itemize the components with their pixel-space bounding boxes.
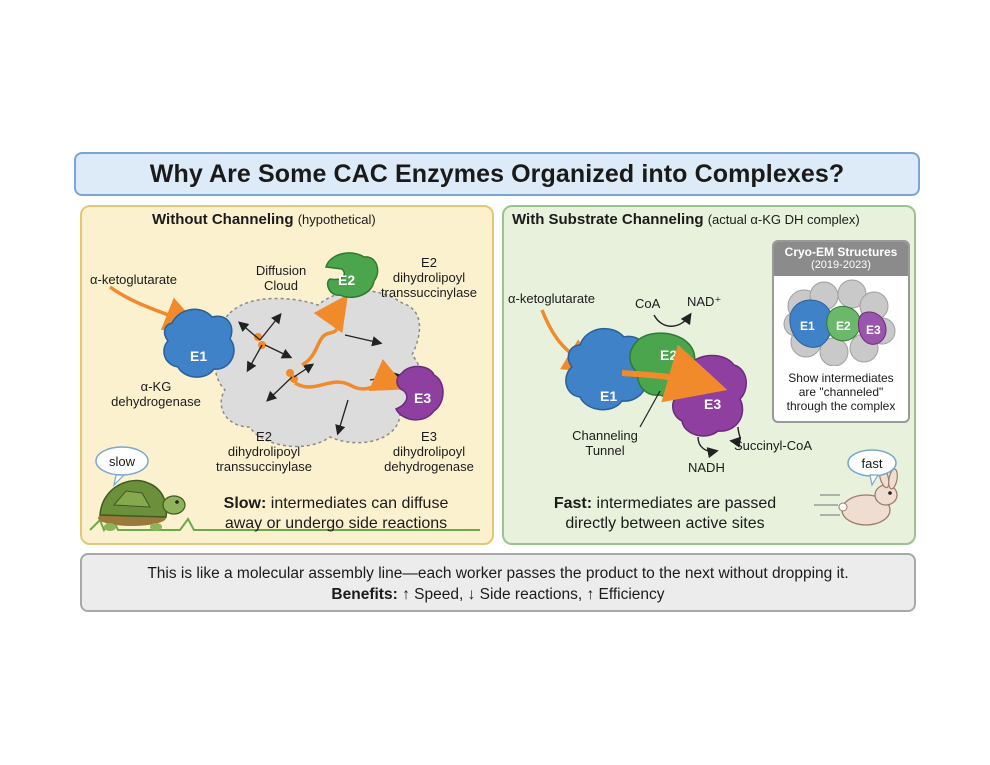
fast-bubble-text: fast [861,456,883,471]
cryo-e3 [858,311,887,345]
title-banner: Why Are Some CAC Enzymes Organized into … [74,152,920,196]
e2-enzyme [325,252,379,299]
succinyl-coa-label: Succinyl-CoA [734,438,813,453]
diffusion-cloud [214,289,423,448]
right-e3-label: E3 [704,396,721,412]
right-e1-label: E1 [600,388,617,404]
summary-line-1: This is like a molecular assembly line—e… [147,565,849,582]
left-caption: Slow: intermediates can diffuse away or … [223,495,449,532]
page-title: Why Are Some CAC Enzymes Organized into … [149,159,845,188]
e1-label: E1 [190,348,207,364]
right-substrate-label: α-ketoglutarate [508,291,596,306]
right-panel-title: With Substrate Channeling (actual α-KG D… [512,211,860,228]
to-e2-arrow [301,294,349,367]
right-diagram: E1 E2 E3 [540,309,898,526]
left-diagram: E1 E2 E3 [89,252,480,533]
coa-label: CoA [635,296,661,311]
channel-arrow [621,344,728,403]
turtle-icon [98,479,186,531]
slow-bubble-text: slow [108,454,135,469]
slow-bubble [95,446,149,487]
cryo-em-years: (2019-2023) [811,259,871,271]
fast-bubble [847,449,897,487]
cryo-em-header: Cryo-EM Structures (2019-2023) [774,242,908,276]
cryo-em-text: Show intermediates are "channeled" throu… [786,371,896,413]
left-substrate-label: α-ketoglutarate [90,272,178,287]
nadh-label: NADH [688,460,725,475]
coa-nad-arrow [653,312,692,327]
cryo-e1-label: E1 [800,319,815,333]
rabbit-icon [814,465,898,526]
left-panel-title: Without Channeling (hypothetical) [152,211,376,228]
e3-label: E3 [414,390,431,406]
cryo-em-title: Cryo-EM Structures [784,245,898,259]
cryo-e3-label: E3 [866,323,881,337]
summary-line-2: Benefits: ↑ Speed, ↓ Side reactions, ↑ E… [331,586,665,603]
cryo-em-structure: E1 E2 E3 [783,279,896,367]
right-e1-enzyme [565,327,649,411]
right-caption: Fast: intermediates are passed directly … [553,495,777,532]
e3-enzyme [394,365,444,421]
intermediate-dots [254,333,298,383]
to-e3-arrow [294,359,408,392]
succinyl-arrow [729,426,742,448]
grass [89,514,480,533]
e1-enzyme [163,308,235,378]
summary-box: This is like a molecular assembly line—e… [80,553,916,612]
e2-label: E2 [338,272,355,288]
cryo-em-box: Cryo-EM Structures (2019-2023) E1 E2 E3 … [772,240,910,423]
tunnel-pointer [639,390,661,428]
cryo-e2-label: E2 [836,319,851,333]
right-e2-label: E2 [660,347,677,363]
nadh-arrow [697,436,719,459]
nad-label: NAD⁺ [687,294,722,309]
cryo-e2 [826,305,861,342]
